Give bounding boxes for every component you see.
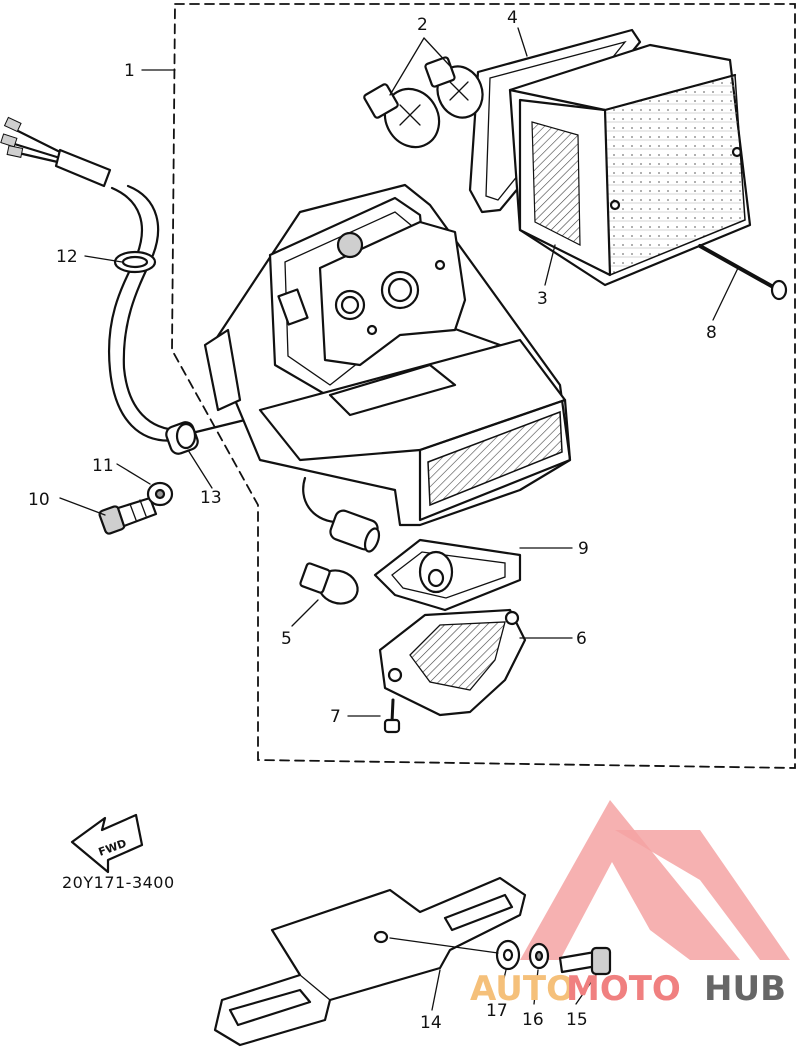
taillight-lens [468, 28, 752, 287]
washer [146, 481, 174, 507]
callout-7: 7 [330, 707, 341, 727]
callout-6: 6 [576, 629, 587, 649]
callout-11: 11 [92, 456, 114, 476]
watermark-auto: AUTO [470, 969, 575, 1009]
callout-9: 9 [578, 539, 589, 559]
callout-4: 4 [507, 8, 518, 28]
callout-5: 5 [281, 629, 292, 649]
license-lamp-socket [302, 476, 381, 553]
wiring-harness [0, 116, 247, 455]
bracket-washer-16 [528, 942, 550, 970]
callout-3: 3 [537, 289, 548, 309]
callout-12: 12 [56, 247, 78, 267]
callout-13: 13 [200, 488, 222, 508]
license-bracket [213, 876, 527, 1047]
callout-10: 10 [28, 490, 50, 510]
callout-16: 16 [522, 1010, 544, 1030]
tail-bulb-upper [363, 83, 441, 149]
mounting-bolt [98, 496, 158, 535]
license-lamp-gasket [373, 538, 522, 612]
watermark-text: AUTO MOTO HUB [470, 969, 786, 1009]
license-lamp-cover [378, 608, 527, 717]
callout-1: 1 [124, 61, 135, 81]
assembly-boundary [171, 3, 796, 769]
bracket-washer-17 [495, 939, 521, 971]
license-bulb [299, 562, 359, 605]
tail-bulb-lower [424, 56, 484, 119]
callouts: 1 2 3 4 5 6 7 8 9 10 11 12 13 14 15 16 1… [28, 8, 717, 1033]
taillight-housing [203, 183, 572, 527]
lens-screw [698, 244, 788, 301]
watermark-hub: HUB [704, 969, 786, 1009]
callout-14: 14 [420, 1013, 442, 1033]
callout-15: 15 [566, 1010, 588, 1030]
watermark-moto: MOTO [566, 969, 681, 1009]
callout-8: 8 [706, 323, 717, 343]
leader-lines [59, 27, 739, 1011]
cover-screw [383, 698, 401, 734]
bracket-bolt-15 [558, 946, 612, 976]
callout-17: 17 [486, 1001, 508, 1021]
watermark-logo-icon [520, 800, 790, 960]
fwd-arrow-icon: FWD [70, 813, 144, 874]
part-code: 20Y171-3400 [62, 873, 175, 892]
callout-2: 2 [417, 15, 428, 35]
